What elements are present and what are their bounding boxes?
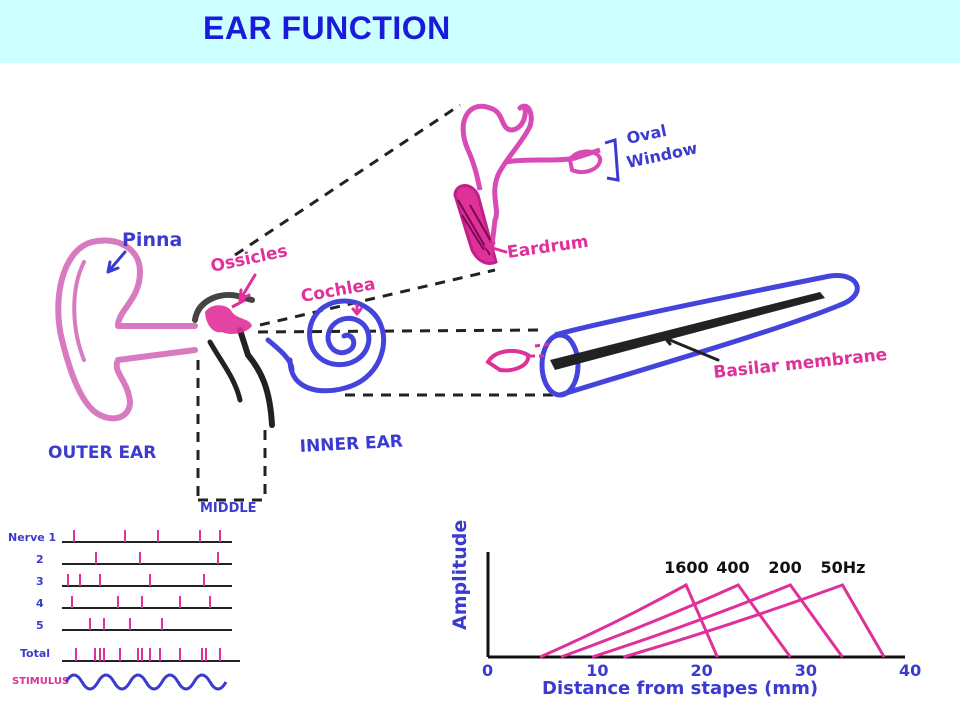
series-label-400: 400 — [716, 558, 749, 577]
outer-ear-label: OUTER EAR — [48, 443, 156, 463]
x-axis-label: Distance from stapes (mm) — [542, 678, 818, 699]
zoom-lines — [196, 103, 560, 502]
total-label: Total — [20, 647, 50, 660]
x-tick-label: 0 — [482, 661, 493, 680]
y-axis-label: Amplitude — [449, 520, 471, 630]
x-tick-label: 40 — [899, 661, 921, 680]
inner-ear-label: INNER EAR — [299, 432, 403, 457]
title-bar: EAR FUNCTION — [0, 0, 960, 63]
label-arrows — [106, 241, 720, 362]
x-tick-label: 10 — [586, 661, 608, 680]
series-curve-1600 — [539, 582, 719, 659]
series-curves — [539, 582, 886, 659]
pinna-drawing — [55, 237, 198, 422]
stimulus-label: STIMULUS — [12, 676, 69, 687]
basilar-membrane-label: Basilar membrane — [712, 345, 888, 383]
nerve-label-2: 2 — [36, 553, 44, 566]
nerve-baselines — [62, 541, 240, 662]
nerve-spikes — [67, 530, 221, 661]
nerve-label-1: Nerve 1 — [8, 531, 56, 544]
nerve-firing-panel: Nerve 1 2 3 4 5 Total STIMULUS — [8, 530, 240, 691]
series-label-1600: 1600 — [664, 558, 709, 577]
x-tick-label: 30 — [795, 661, 817, 680]
series-curve-200 — [591, 583, 844, 659]
nerve-label-5: 5 — [36, 619, 44, 632]
series-label-50hz: 50Hz — [820, 558, 865, 577]
cochlea-drawing — [265, 298, 387, 394]
series-curve-400 — [560, 583, 792, 659]
series-labels: 1600 400 200 50Hz — [664, 558, 865, 577]
x-tick-labels: 0 10 20 30 40 — [482, 661, 921, 680]
ossicles-label: Ossicles — [209, 241, 290, 277]
eardrum-label: Eardrum — [506, 232, 590, 263]
amplitude-chart: Amplitude Distance from stapes (mm) 0 10 2… — [449, 520, 921, 699]
ossicle-chain-zoom — [453, 103, 620, 265]
nerve-label-3: 3 — [36, 575, 44, 588]
series-curve-50hz — [623, 583, 886, 659]
page-title: EAR FUNCTION — [203, 10, 451, 46]
series-label-200: 200 — [768, 558, 801, 577]
nerve-label-4: 4 — [36, 597, 44, 610]
x-tick-label: 20 — [691, 661, 713, 680]
oval-window-label-line1: Oval — [625, 121, 668, 148]
stimulus-wave — [64, 673, 228, 691]
pinna-label: Pinna — [122, 229, 182, 251]
middle-ear-label: MIDDLE — [200, 501, 257, 516]
middle-ear-drawing — [192, 292, 275, 428]
basilar-membrane-drawing — [485, 273, 860, 398]
